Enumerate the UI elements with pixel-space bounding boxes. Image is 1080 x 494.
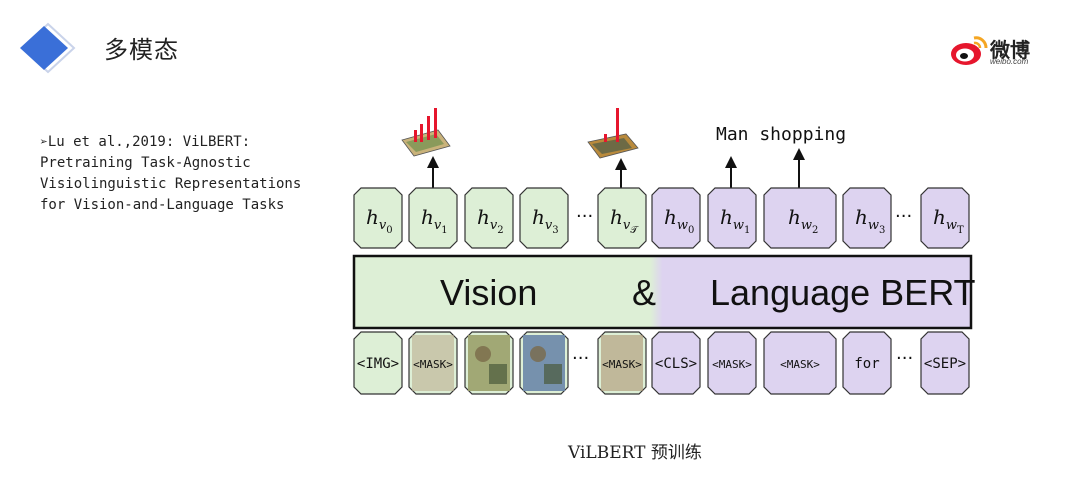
input-token-vision-1: <MASK>	[408, 331, 458, 395]
output-token-vision-label: hv1	[421, 205, 448, 236]
weibo-brand-url: weibo.com	[990, 57, 1029, 66]
output-token-language-label: hw1	[720, 205, 750, 236]
output-token-language-label: hwT	[933, 205, 964, 236]
region-image-1-icon	[401, 108, 451, 157]
page-title: 多模态	[104, 36, 179, 64]
input-token-vision-label: <MASK>	[413, 358, 453, 371]
input-token-language-2: <MASK>	[763, 331, 837, 395]
input-token-language-0: <CLS>	[651, 331, 701, 395]
bullet-arrow-icon: ➢	[40, 135, 48, 150]
input-token-vision-0: <IMG>	[353, 331, 403, 395]
logo-diamond-icon	[20, 22, 76, 74]
input-token-language-3: for	[842, 331, 892, 395]
input-token-language-1: <MASK>	[707, 331, 757, 395]
output-token-vision-label: hv𝒯	[610, 205, 639, 236]
region-photo-icon	[601, 335, 643, 391]
output-token-language-3: hw3	[842, 187, 892, 249]
ellipsis-input-language: ···	[896, 348, 913, 369]
input-token-vision-label: <IMG>	[357, 356, 399, 372]
bert-label-language: Language BERT	[710, 272, 976, 313]
weibo-logo-icon	[951, 36, 988, 65]
output-token-language-label: hw0	[664, 205, 694, 236]
citation-line-1: Lu et al.,2019: ViLBERT:	[47, 134, 251, 150]
output-token-language-label: hw2	[788, 205, 818, 236]
ellipsis-output-language: ···	[895, 206, 912, 227]
output-token-vision-label: hv3	[532, 205, 559, 236]
output-caption: Man shopping	[716, 124, 846, 145]
input-token-language-label: <MASK>	[780, 358, 820, 371]
input-token-language-label: for	[854, 356, 879, 372]
input-token-language-label: <CLS>	[655, 356, 697, 372]
region-image-2-icon	[587, 108, 639, 159]
ellipsis-input-vision: ···	[572, 348, 589, 369]
citation-block: ➢Lu et al.,2019: ViLBERT: Pretraining Ta…	[40, 132, 340, 216]
bert-label-vision: Vision	[440, 272, 537, 313]
input-token-language-label: <SEP>	[924, 356, 966, 372]
output-token-vision-label: hv2	[477, 205, 504, 236]
output-token-language-label: hw3	[855, 205, 885, 236]
output-token-language-4: hwT	[920, 187, 970, 249]
input-token-vision-4: <MASK>	[597, 331, 647, 395]
input-token-vision-label: <MASK>	[602, 358, 642, 371]
output-token-language-1: hw1	[707, 187, 757, 249]
bert-encoder-bar	[352, 254, 973, 330]
input-token-language-label: <MASK>	[712, 358, 752, 371]
output-token-language-0: hw0	[651, 187, 701, 249]
figure-caption: ViLBERT 预训练	[568, 443, 702, 463]
citation-line-3: Visiolinguistic Representations	[40, 176, 302, 192]
citation-line-2: Pretraining Task-Agnostic	[40, 155, 251, 171]
output-token-vision-2: hv2	[464, 187, 514, 249]
bert-label-amp: &	[632, 272, 656, 313]
vilbert-diagram: Man shopping hv0 hv1 hv2 hv3 hv𝒯 hw0 hw1 hw2 hw…	[352, 108, 976, 395]
output-token-vision-label: hv0	[366, 205, 393, 236]
input-token-vision-3	[519, 331, 569, 395]
output-token-vision-0: hv0	[353, 187, 403, 249]
weibo-brand-name: 微博	[990, 38, 1030, 62]
region-photo-icon	[412, 335, 454, 391]
ellipsis-output-vision: ···	[576, 206, 593, 227]
input-token-vision-2	[464, 331, 514, 395]
citation-line-4: for Vision-and-Language Tasks	[40, 197, 285, 213]
output-token-vision-3: hv3	[519, 187, 569, 249]
input-token-language-4: <SEP>	[920, 331, 970, 395]
output-token-vision-4: hv𝒯	[597, 187, 647, 249]
output-token-vision-1: hv1	[408, 187, 458, 249]
output-token-language-2: hw2	[763, 187, 837, 249]
